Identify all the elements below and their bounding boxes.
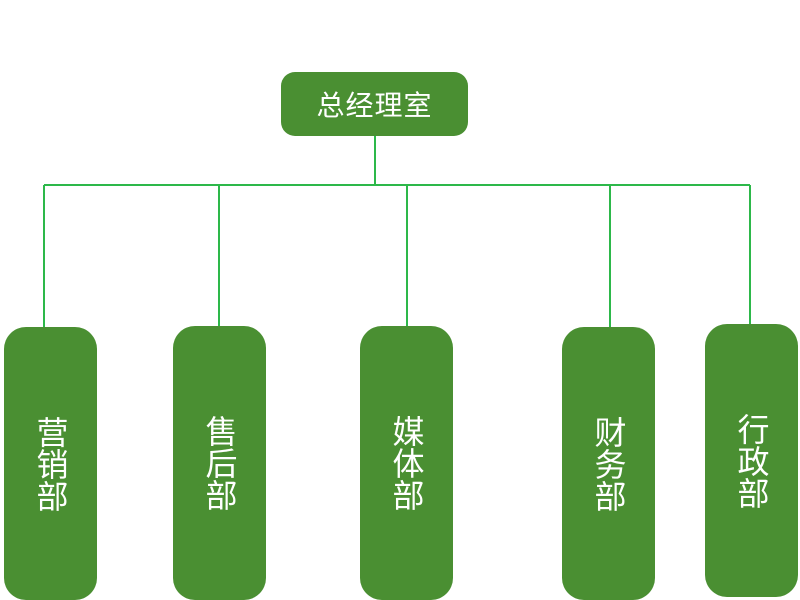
media-department-node: 媒体部: [360, 326, 453, 600]
marketing-department-node: 营销部: [4, 327, 97, 600]
general-manager-office-node: 总经理室: [281, 72, 468, 136]
finance-department-node: 财务部: [562, 327, 655, 600]
after-sales-department-node: 售后部: [173, 326, 266, 600]
administration-department-node: 行政部: [705, 324, 798, 597]
